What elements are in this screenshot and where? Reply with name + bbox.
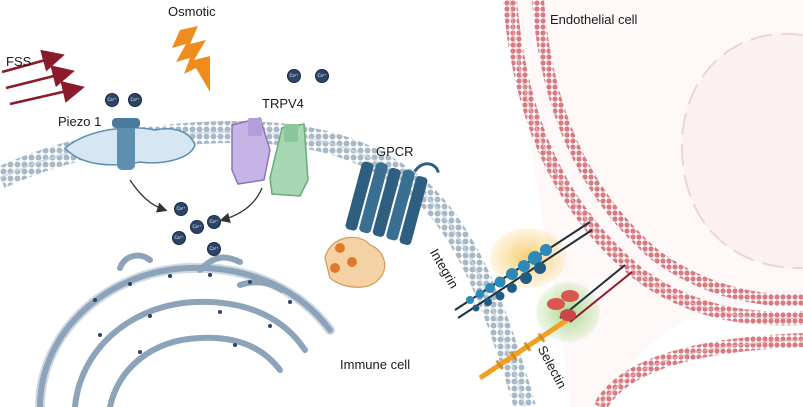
piezo1-channel	[63, 118, 196, 170]
calcium-ion: Ca²⁺	[288, 70, 300, 82]
calcium-ion: Ca²⁺	[208, 243, 220, 255]
trpv4-label: TRPV4	[262, 96, 304, 111]
gpcr-label: GPCR	[376, 144, 414, 159]
er-ribosomes	[93, 273, 292, 354]
calcium-ion: Ca²⁺	[175, 203, 187, 215]
integrin-complex	[454, 221, 593, 319]
fss-arrows	[1, 49, 85, 106]
lightning-icon	[172, 26, 210, 92]
endothelial-cell	[503, 0, 803, 407]
endoplasmic-reticulum	[35, 252, 335, 407]
calcium-ion: Ca²⁺	[129, 94, 141, 106]
fss-label: FSS	[6, 54, 32, 69]
calcium-ion: Ca²⁺	[191, 221, 203, 233]
piezo1-label: Piezo 1	[58, 114, 102, 129]
trpv4-channel	[231, 117, 309, 197]
gpcr-receptor	[324, 161, 440, 288]
immune-cell-label: Immune cell	[340, 357, 411, 372]
endothelial-cell-label: Endothelial cell	[550, 12, 638, 27]
selectin-complex	[478, 264, 633, 381]
calcium-ion: Ca²⁺	[173, 232, 185, 244]
osmotic-label: Osmotic	[168, 4, 216, 19]
flow-arrows	[129, 179, 263, 223]
calcium-ion: Ca²⁺	[106, 94, 118, 106]
calcium-ion: Ca²⁺	[208, 216, 220, 228]
calcium-ion: Ca²⁺	[316, 70, 328, 82]
